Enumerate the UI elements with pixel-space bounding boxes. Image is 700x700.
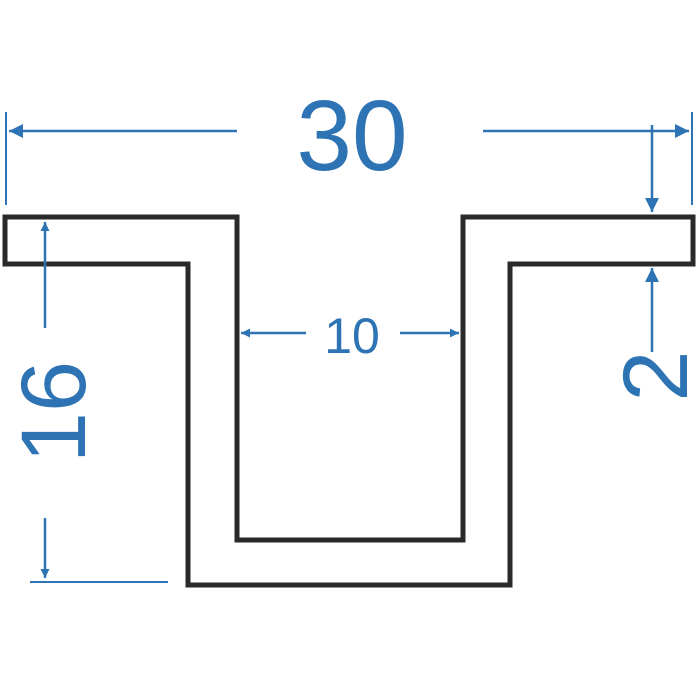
inner-width-dimension: 10 <box>241 308 459 364</box>
inner-width-label: 10 <box>324 308 380 364</box>
thickness-label: 2 <box>605 350 700 401</box>
overall-width-label: 30 <box>296 80 407 192</box>
height-dimension: 16 <box>3 222 168 583</box>
thickness-dimension: 2 <box>605 125 700 402</box>
profile-outline <box>2 214 696 588</box>
overall-width-dimension: 30 <box>5 80 693 205</box>
height-label: 16 <box>3 361 105 463</box>
